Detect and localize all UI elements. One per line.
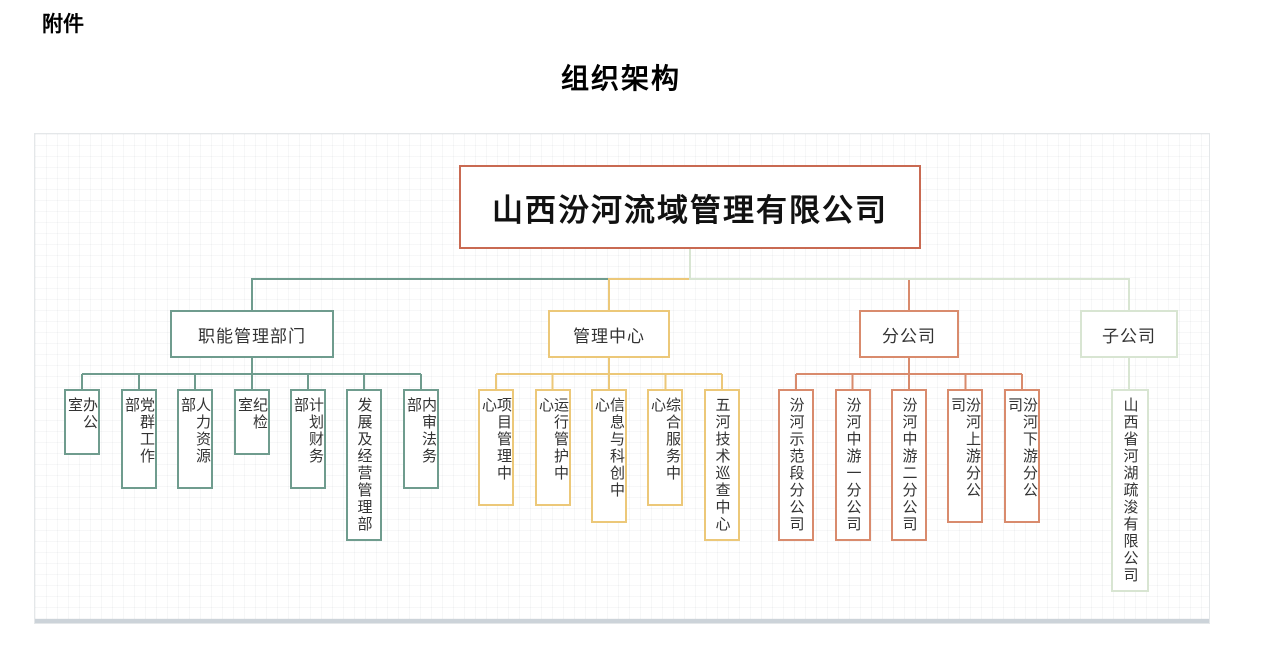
node-label: 五河技术巡查中心 <box>713 397 731 533</box>
node-label: 综合服务中心 <box>649 397 681 482</box>
node-fenhe-middle-reaches-1-branch: 汾河中游一分公司 <box>835 389 871 541</box>
node-planning-finance-dept: 计划财务部 <box>290 389 326 489</box>
connector-subsidiaries-elbow <box>689 249 1130 310</box>
node-label: 办公室 <box>66 397 98 431</box>
horizontal-scrollbar[interactable] <box>35 619 1209 623</box>
node-label: 运行管护中心 <box>537 397 569 482</box>
node-fenhe-upper-reaches-branch: 汾河上游分公司 <box>947 389 983 523</box>
connector-management-centers-elbow <box>608 249 691 310</box>
node-fenhe-demonstration-section-branch: 汾河示范段分公司 <box>778 389 814 541</box>
node-five-rivers-tech-inspection-center: 五河技术巡查中心 <box>704 389 740 541</box>
node-label: 汾河中游一分公司 <box>844 397 862 533</box>
connector-functional-depts-elbow <box>251 249 691 310</box>
node-subsidiaries: 子公司 <box>1080 310 1178 358</box>
node-development-operation-mgmt-dept: 发展及经营管理部 <box>346 389 382 541</box>
connector-branch-companies-elbow <box>689 249 910 310</box>
node-discipline-inspection-office: 纪检室 <box>234 389 270 455</box>
node-functional-depts: 职能管理部门 <box>170 310 334 358</box>
node-label: 汾河示范段分公司 <box>787 397 805 533</box>
node-management-centers: 管理中心 <box>548 310 670 358</box>
node-label: 党群工作部 <box>123 397 155 465</box>
node-label: 人力资源部 <box>179 397 211 465</box>
connector-management-centers-bus <box>495 358 723 389</box>
node-comprehensive-service-center: 综合服务中心 <box>647 389 683 506</box>
node-label: 纪检室 <box>236 397 268 431</box>
node-label: 计划财务部 <box>292 397 324 465</box>
node-shanxi-river-lake-dredging-co: 山西省河湖疏浚有限公司 <box>1111 389 1149 592</box>
node-fenhe-lower-reaches-branch: 汾河下游分公司 <box>1004 389 1040 523</box>
node-party-mass-work-dept: 党群工作部 <box>121 389 157 489</box>
node-operation-maintenance-center: 运行管护中心 <box>535 389 571 506</box>
node-label: 汾河上游分公司 <box>949 397 981 499</box>
connector-functional-depts-bus <box>81 358 422 389</box>
node-label: 项目管理中心 <box>480 397 512 482</box>
node-label: 信息与科创中心 <box>593 397 625 499</box>
node-office: 办公室 <box>64 389 100 455</box>
page-title: 组织架构 <box>560 64 681 95</box>
node-project-mgmt-center: 项目管理中心 <box>478 389 514 506</box>
node-label: 山西省河湖疏浚有限公司 <box>1121 397 1139 584</box>
node-hr-dept: 人力资源部 <box>177 389 213 489</box>
attachment-label: 附件 <box>42 12 84 36</box>
node-label: 内审法务部 <box>405 397 437 465</box>
node-fenhe-middle-reaches-2-branch: 汾河中游二分公司 <box>891 389 927 541</box>
node-label: 汾河下游分公司 <box>1006 397 1038 499</box>
node-label: 发展及经营管理部 <box>355 397 373 533</box>
node-label: 汾河中游二分公司 <box>900 397 918 533</box>
node-internal-audit-legal-dept: 内审法务部 <box>403 389 439 489</box>
root-node-company: 山西汾河流域管理有限公司 <box>459 165 921 249</box>
connector-branch-companies-bus <box>795 358 1023 389</box>
org-chart-panel: 山西汾河流域管理有限公司 职能管理部门 管理中心 分公司 子公司 办公室 党群工… <box>34 133 1210 624</box>
node-info-sci-innovation-center: 信息与科创中心 <box>591 389 627 523</box>
node-branch-companies: 分公司 <box>859 310 959 358</box>
